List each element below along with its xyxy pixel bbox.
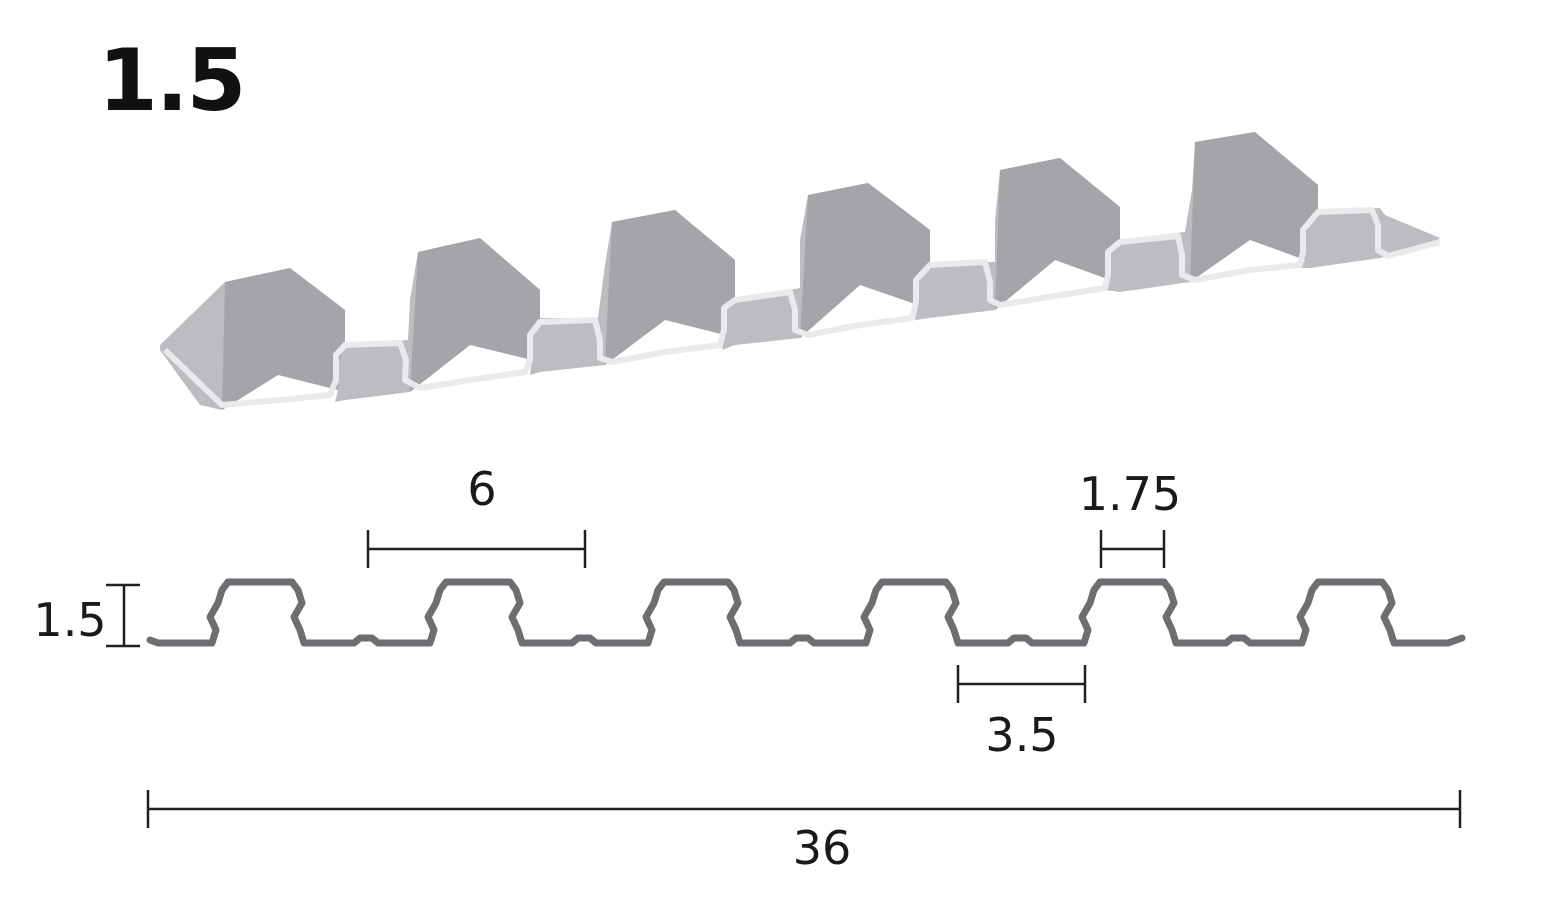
dim-bottom-flange-label: 3.5: [985, 708, 1058, 762]
dim-pitch: 6: [366, 462, 587, 568]
rib-side-5: [995, 158, 1120, 310]
dim-depth-label: 1.5: [33, 593, 106, 647]
dim-overall-width-label: 36: [793, 821, 852, 875]
dim-top-flange: 1.75: [1079, 467, 1181, 568]
rib-side-6: [1190, 132, 1318, 282]
dim-bottom-flange: 3.5: [956, 665, 1087, 762]
dim-top-flange-label: 1.75: [1079, 467, 1181, 521]
deck-profile-section: [146, 578, 1466, 647]
dim-overall-width: 36: [146, 790, 1462, 875]
panel-front-edge: [162, 207, 1441, 408]
deck-3d-illustration: [160, 132, 1441, 410]
rib-side-1: [222, 268, 345, 410]
rib-side-4: [800, 183, 930, 338]
rib-side-3: [605, 210, 735, 365]
deck-profile-title: 1.5: [98, 31, 246, 131]
dim-pitch-label: 6: [467, 462, 496, 516]
rib-side-2: [410, 238, 540, 392]
dim-depth: 1.5: [33, 583, 140, 648]
